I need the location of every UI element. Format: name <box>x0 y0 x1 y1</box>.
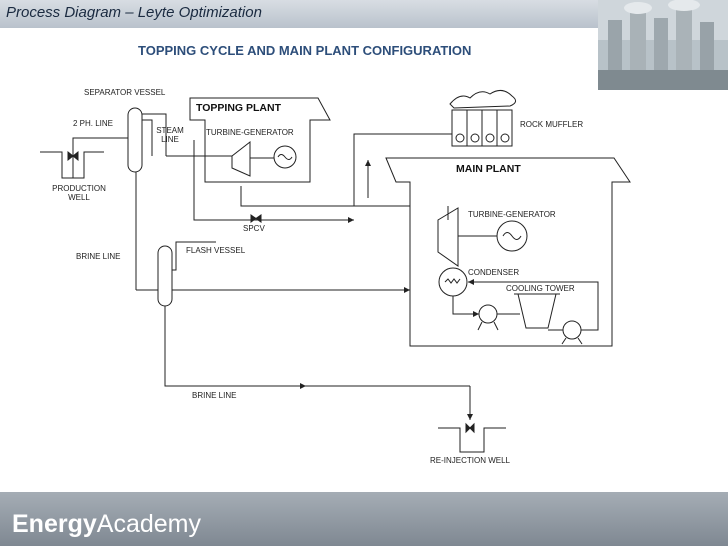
diagram-subtitle: TOPPING CYCLE AND MAIN PLANT CONFIGURATI… <box>138 43 472 58</box>
label-2ph-line: 2 PH. LINE <box>73 119 114 128</box>
condenser <box>438 267 468 297</box>
label-production-well-2: WELL <box>68 193 90 202</box>
label-production-well-1: PRODUCTION <box>52 184 106 193</box>
spcv-valve <box>250 214 262 223</box>
slide-title: Process Diagram – Leyte Optimization <box>6 4 262 21</box>
energy-academy-logo: EnergyAcademy <box>12 510 201 539</box>
label-rock-muffler: ROCK MUFFLER <box>520 120 584 129</box>
production-valve <box>67 150 79 162</box>
label-main-plant: MAIN PLANT <box>456 163 521 175</box>
topping-turbine <box>231 140 251 177</box>
label-reinjection-well: RE-INJECTION WELL <box>430 456 511 465</box>
label-turbine-generator-main: TURBINE-GENERATOR <box>468 210 556 219</box>
separator-vessel <box>127 107 143 173</box>
label-brine-line-left: BRINE LINE <box>76 252 121 261</box>
footer-band <box>0 492 728 546</box>
label-steam-line-1: STEAM <box>156 126 184 135</box>
flash-vessel <box>157 245 173 307</box>
label-steam-line-2: LINE <box>161 135 179 144</box>
label-flash-vessel: FLASH VESSEL <box>186 246 246 255</box>
label-cooling-tower: COOLING TOWER <box>506 284 575 293</box>
label-production-well: PRODUCTION WELL <box>44 184 114 202</box>
label-turbine-generator-topping: TURBINE-GENERATOR <box>206 128 294 137</box>
reinjection-valve <box>465 422 475 434</box>
label-brine-line-bottom: BRINE LINE <box>192 391 237 400</box>
reinjection-well <box>438 427 506 453</box>
logo-light-text: Academy <box>96 510 201 538</box>
power-plant-photo <box>598 0 728 90</box>
label-spcv: SPCV <box>243 224 265 233</box>
label-separator-vessel: SEPARATOR VESSEL <box>84 88 166 97</box>
condensate-pump <box>478 304 498 324</box>
main-turbine <box>437 207 459 267</box>
label-topping-plant: TOPPING PLANT <box>196 102 281 114</box>
label-steam-line: STEAM LINE <box>153 126 187 144</box>
cooling-pump <box>562 320 582 340</box>
label-condenser: CONDENSER <box>468 268 520 277</box>
main-plant-house <box>385 157 631 347</box>
title-band <box>0 0 598 28</box>
logo-bold-text: Energy <box>12 510 97 538</box>
rock-muffler <box>449 90 516 147</box>
